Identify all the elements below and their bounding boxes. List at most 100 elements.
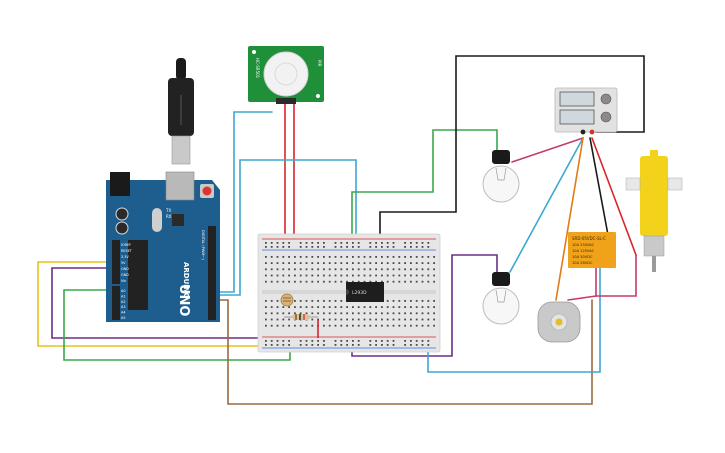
breadboard-hole[interactable] — [357, 312, 360, 315]
breadboard-hole[interactable] — [323, 274, 325, 277]
breadboard-hole[interactable] — [299, 256, 302, 258]
breadboard-hole[interactable] — [415, 274, 418, 277]
breadboard-hole[interactable] — [369, 246, 372, 248]
breadboard-hole[interactable] — [282, 324, 285, 327]
breadboard-hole[interactable] — [276, 246, 279, 248]
breadboard-hole[interactable] — [334, 246, 337, 248]
breadboard-hole[interactable] — [381, 340, 383, 342]
breadboard-hole[interactable] — [323, 324, 325, 327]
breadboard-hole[interactable] — [270, 300, 273, 302]
breadboard-hole[interactable] — [404, 340, 406, 342]
breadboard-hole[interactable] — [317, 262, 319, 264]
breadboard-hole[interactable] — [270, 268, 273, 271]
breadboard-hole[interactable] — [276, 274, 279, 277]
breadboard-hole[interactable] — [265, 274, 267, 277]
breadboard-hole[interactable] — [323, 340, 325, 342]
breadboard-hole[interactable] — [415, 300, 418, 302]
pir-sensor[interactable]: HC-SR501 PIR — [248, 46, 324, 104]
breadboard-hole[interactable] — [392, 306, 395, 308]
light-bulb-2[interactable] — [482, 272, 520, 325]
breadboard-hole[interactable] — [340, 246, 343, 248]
breadboard-hole[interactable] — [305, 344, 308, 346]
dc-motor[interactable] — [537, 301, 581, 343]
breadboard-hole[interactable] — [282, 280, 285, 283]
breadboard-hole[interactable] — [340, 340, 343, 342]
breadboard-hole[interactable] — [369, 256, 372, 258]
breadboard-hole[interactable] — [392, 312, 395, 315]
breadboard-hole[interactable] — [357, 256, 360, 258]
photoresistor[interactable] — [280, 293, 294, 307]
breadboard-hole[interactable] — [334, 324, 337, 327]
breadboard-hole[interactable] — [386, 256, 389, 258]
breadboard-hole[interactable] — [386, 324, 389, 327]
breadboard-hole[interactable] — [323, 268, 325, 271]
breadboard-hole[interactable] — [421, 268, 424, 271]
breadboard-hole[interactable] — [381, 318, 383, 321]
breadboard-hole[interactable] — [392, 324, 395, 327]
breadboard-hole[interactable] — [421, 306, 424, 308]
breadboard-hole[interactable] — [299, 300, 302, 302]
breadboard-hole[interactable] — [265, 280, 267, 283]
breadboard-hole[interactable] — [299, 246, 302, 248]
breadboard-hole[interactable] — [340, 312, 343, 315]
breadboard-hole[interactable] — [398, 318, 401, 321]
breadboard-hole[interactable] — [392, 274, 395, 277]
breadboard-hole[interactable] — [294, 256, 296, 258]
breadboard-hole[interactable] — [305, 324, 308, 327]
breadboard-hole[interactable] — [421, 274, 424, 277]
breadboard-hole[interactable] — [276, 268, 279, 271]
breadboard-hole[interactable] — [369, 262, 372, 264]
breadboard-hole[interactable] — [311, 344, 314, 346]
breadboard-hole[interactable] — [433, 306, 435, 308]
voltage-knob[interactable] — [600, 93, 612, 105]
breadboard-hole[interactable] — [328, 262, 331, 264]
breadboard-hole[interactable] — [328, 312, 331, 315]
breadboard-hole[interactable] — [375, 246, 377, 248]
breadboard-hole[interactable] — [334, 274, 337, 277]
breadboard-hole[interactable] — [410, 274, 412, 277]
breadboard-hole[interactable] — [357, 262, 360, 264]
breadboard-hole[interactable] — [346, 324, 348, 327]
breadboard-hole[interactable] — [265, 340, 267, 342]
breadboard-hole[interactable] — [270, 280, 273, 283]
breadboard-hole[interactable] — [392, 300, 395, 302]
breadboard-hole[interactable] — [276, 312, 279, 315]
breadboard-hole[interactable] — [381, 280, 383, 283]
breadboard-hole[interactable] — [381, 324, 383, 327]
breadboard-hole[interactable] — [282, 256, 285, 258]
breadboard-hole[interactable] — [334, 312, 337, 315]
breadboard-hole[interactable] — [352, 306, 354, 308]
breadboard-hole[interactable] — [404, 344, 406, 346]
breadboard-hole[interactable] — [375, 306, 377, 308]
breadboard-hole[interactable] — [311, 242, 314, 244]
breadboard-hole[interactable] — [265, 246, 267, 248]
breadboard-hole[interactable] — [346, 318, 348, 321]
breadboard-hole[interactable] — [410, 344, 412, 346]
breadboard-hole[interactable] — [410, 262, 412, 264]
breadboard-hole[interactable] — [270, 324, 273, 327]
breadboard-hole[interactable] — [334, 300, 337, 302]
breadboard-hole[interactable] — [433, 268, 435, 271]
breadboard-hole[interactable] — [357, 318, 360, 321]
breadboard-hole[interactable] — [294, 312, 296, 315]
breadboard-hole[interactable] — [415, 306, 418, 308]
breadboard-hole[interactable] — [363, 318, 366, 321]
breadboard-hole[interactable] — [288, 268, 290, 271]
breadboard-hole[interactable] — [282, 344, 285, 346]
breadboard-hole[interactable] — [305, 242, 308, 244]
breadboard-hole[interactable] — [357, 324, 360, 327]
breadboard-hole[interactable] — [398, 274, 401, 277]
breadboard-hole[interactable] — [323, 312, 325, 315]
breadboard-hole[interactable] — [282, 246, 285, 248]
arduino-uno-board[interactable]: ARDUINO UNO DIGITAL (PWM~) TX RX IOREFRE… — [106, 171, 220, 322]
breadboard-hole[interactable] — [328, 280, 331, 283]
breadboard-hole[interactable] — [328, 274, 331, 277]
breadboard-hole[interactable] — [404, 256, 406, 258]
breadboard-hole[interactable] — [288, 312, 290, 315]
breadboard-hole[interactable] — [305, 256, 308, 258]
breadboard-hole[interactable] — [415, 280, 418, 283]
breadboard-hole[interactable] — [415, 262, 418, 264]
breadboard-hole[interactable] — [404, 312, 406, 315]
breadboard-hole[interactable] — [346, 344, 348, 346]
breadboard-hole[interactable] — [299, 324, 302, 327]
